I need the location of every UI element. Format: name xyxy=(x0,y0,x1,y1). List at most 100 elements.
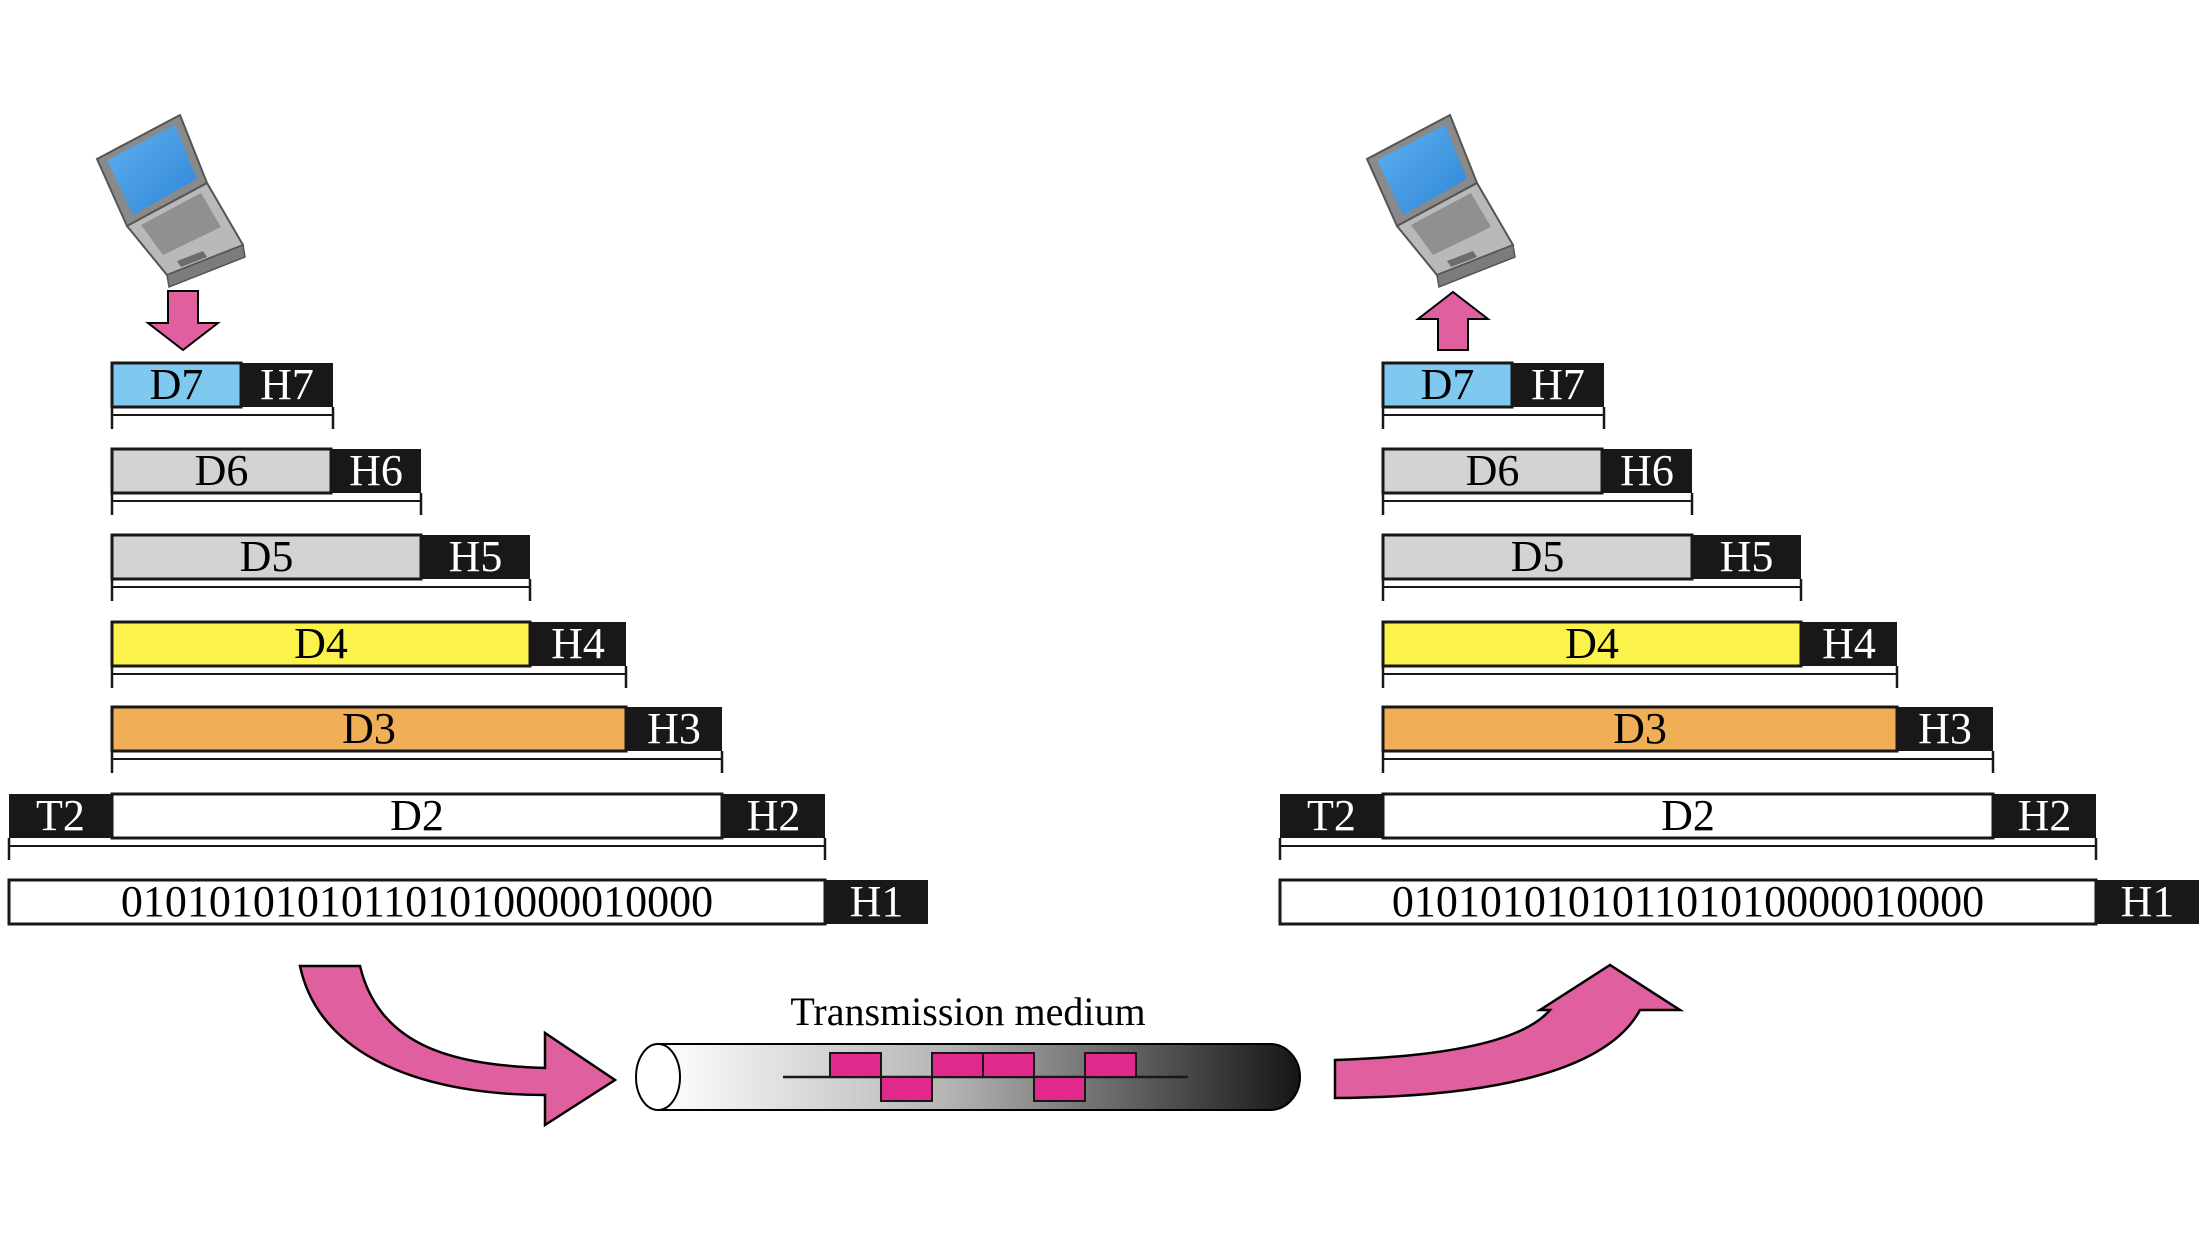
encapsulation-bracket xyxy=(110,493,423,515)
encapsulation-bracket xyxy=(1278,838,2098,860)
receiver-laptop-icon xyxy=(1365,113,1516,289)
data-label: D4 xyxy=(1565,619,1619,668)
data-label: D2 xyxy=(1661,791,1715,840)
layer-3: D3 H3 xyxy=(1381,704,1995,773)
curved-arrow-to-medium xyxy=(298,964,618,1128)
signal-pulse xyxy=(931,1052,984,1078)
header-block xyxy=(1993,794,2096,838)
data-block xyxy=(1381,705,1899,753)
layer-4: D4 H4 xyxy=(110,619,628,688)
header-label: H3 xyxy=(1918,704,1972,753)
data-block xyxy=(110,361,243,409)
medium-label: Transmission medium xyxy=(790,989,1145,1034)
header-label: H4 xyxy=(551,619,605,668)
trailer-block xyxy=(1280,794,1383,838)
encapsulation-bracket xyxy=(110,579,532,601)
header-block xyxy=(1602,449,1692,493)
layer-4: D4 H4 xyxy=(1381,619,1899,688)
layer-7: D7 H7 xyxy=(110,360,335,429)
header-block xyxy=(626,707,722,751)
trailer-label: T2 xyxy=(36,791,85,840)
encapsulation-bracket xyxy=(1381,579,1803,601)
trailer-label: T2 xyxy=(1307,791,1356,840)
encapsulation-bracket xyxy=(1381,751,1995,773)
signal-pulse xyxy=(1084,1052,1137,1078)
data-label: D2 xyxy=(390,791,444,840)
header-label: H6 xyxy=(1620,446,1674,495)
header-block xyxy=(1897,707,1993,751)
data-label: D3 xyxy=(342,704,396,753)
data-label: D5 xyxy=(1511,532,1565,581)
header-label: H7 xyxy=(260,360,314,409)
receiver-up-arrow-icon xyxy=(1415,290,1491,351)
sender-laptop-icon xyxy=(95,113,246,289)
data-block xyxy=(7,878,827,926)
data-block xyxy=(110,705,628,753)
signal-pulse xyxy=(880,1076,933,1102)
header-block xyxy=(2096,880,2199,924)
data-block xyxy=(1278,878,2098,926)
data-label: 010101010101101010000010000 xyxy=(1392,877,1984,926)
layer-5: D5 H5 xyxy=(1381,532,1803,601)
data-block xyxy=(1381,447,1604,495)
signal-pulse xyxy=(1033,1076,1086,1102)
header-label: H4 xyxy=(1822,619,1876,668)
layer-2: D2 H2 T2 xyxy=(1278,791,2098,860)
layer-1: 010101010101101010000010000 H1 xyxy=(7,877,928,926)
transmission-cable xyxy=(635,1043,1301,1111)
signal-waveform xyxy=(829,1052,1137,1102)
header-label: H2 xyxy=(747,791,801,840)
header-block xyxy=(241,363,333,407)
data-label: D7 xyxy=(150,360,204,409)
layer-6: D6 H6 xyxy=(110,446,423,515)
sender-down-arrow-icon xyxy=(145,290,221,352)
trailer-block xyxy=(9,794,112,838)
header-label: H3 xyxy=(647,704,701,753)
layer-1: 010101010101101010000010000 H1 xyxy=(1278,877,2199,926)
curved-arrow-from-medium xyxy=(1333,963,1685,1100)
header-label: H6 xyxy=(349,446,403,495)
signal-pulse xyxy=(982,1052,1035,1078)
layer-7: D7 H7 xyxy=(1381,360,1606,429)
data-label: D6 xyxy=(1466,446,1520,495)
data-label: D4 xyxy=(294,619,348,668)
data-label: D3 xyxy=(1613,704,1667,753)
header-label: H5 xyxy=(449,532,503,581)
header-label: H1 xyxy=(850,877,904,926)
encapsulation-bracket xyxy=(7,838,827,860)
header-label: H2 xyxy=(2018,791,2072,840)
encapsulation-bracket xyxy=(1381,493,1694,515)
data-label: D6 xyxy=(195,446,249,495)
data-block xyxy=(110,792,724,840)
header-block xyxy=(825,880,928,924)
layer-2: D2 H2 T2 xyxy=(7,791,827,860)
header-block xyxy=(1512,363,1604,407)
data-block xyxy=(1381,361,1514,409)
data-block xyxy=(1381,620,1803,668)
header-label: H1 xyxy=(2121,877,2175,926)
header-block xyxy=(331,449,421,493)
header-block xyxy=(722,794,825,838)
encapsulation-bracket xyxy=(110,407,335,429)
header-block xyxy=(421,535,530,579)
signal-pulse xyxy=(829,1052,882,1078)
layer-5: D5 H5 xyxy=(110,532,532,601)
encapsulation-bracket xyxy=(1381,666,1899,688)
header-block xyxy=(530,622,626,666)
encapsulation-bracket xyxy=(1381,407,1606,429)
layer-3: D3 H3 xyxy=(110,704,724,773)
header-block xyxy=(1801,622,1897,666)
data-block xyxy=(1381,533,1694,581)
encapsulation-bracket xyxy=(110,666,628,688)
layer-6: D6 H6 xyxy=(1381,446,1694,515)
data-block xyxy=(110,620,532,668)
header-label: H5 xyxy=(1720,532,1774,581)
data-label: D7 xyxy=(1421,360,1475,409)
data-label: 010101010101101010000010000 xyxy=(121,877,713,926)
encapsulation-bracket xyxy=(110,751,724,773)
header-label: H7 xyxy=(1531,360,1585,409)
data-label: D5 xyxy=(240,532,294,581)
